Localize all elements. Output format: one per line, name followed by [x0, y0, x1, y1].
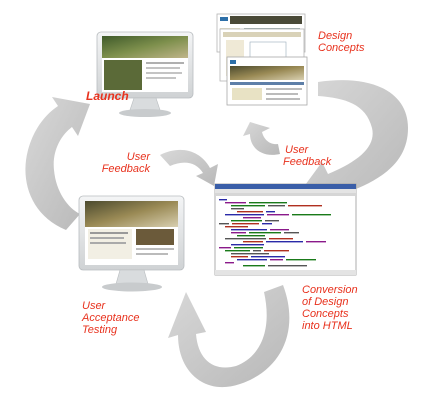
- code-line-segment: [234, 247, 263, 249]
- design-concepts-label: Design Concepts: [318, 30, 364, 54]
- code-line-segment: [286, 259, 316, 261]
- code-line-segment: [243, 241, 263, 243]
- user-feedback-left-line-1: User: [126, 151, 150, 163]
- code-line-segment: [265, 220, 279, 222]
- testing-monitor-icon: [78, 195, 185, 292]
- code-line-segment: [268, 205, 285, 207]
- conversion-label: Conversion of Design Concepts into HTML: [302, 284, 358, 332]
- conversion-line-1: Conversion: [302, 284, 358, 296]
- code-line-segment: [231, 220, 262, 222]
- code-line-segment: [225, 262, 234, 264]
- code-line-segment: [270, 259, 283, 261]
- code-line-segment: [292, 214, 331, 216]
- code-line-segment: [264, 250, 289, 252]
- arrow-feedback-right: [243, 122, 280, 155]
- code-line-segment: [288, 205, 322, 207]
- code-line-segment: [225, 226, 248, 228]
- code-line-segment: [306, 241, 326, 243]
- code-line-segment: [270, 229, 289, 231]
- code-line-segment: [232, 223, 259, 225]
- user-acceptance-testing-label: User Acceptance Testing: [82, 300, 139, 336]
- html-code-editor-icon: [214, 183, 357, 276]
- code-line-segment: [249, 202, 287, 204]
- code-line-segment: [237, 259, 267, 261]
- uat-line-1: User: [82, 300, 106, 312]
- user-feedback-right-label: User Feedback: [283, 144, 331, 168]
- code-line-segment: [231, 253, 269, 255]
- code-line-segment: [268, 265, 307, 267]
- conversion-line-4: into HTML: [302, 320, 353, 332]
- arrow-feedback-left: [160, 149, 218, 186]
- code-line-segment: [225, 250, 250, 252]
- code-line-segment: [243, 217, 261, 219]
- code-line-segment: [284, 232, 299, 234]
- code-line-segment: [231, 256, 248, 258]
- conversion-line-2: of Design: [302, 296, 349, 308]
- arrow-design-to-conversion: [300, 80, 408, 206]
- code-line-segment: [225, 238, 266, 240]
- code-line-segment: [219, 247, 231, 249]
- design-concepts-mockups-icon: [216, 13, 308, 106]
- code-lines: [219, 199, 331, 267]
- code-line-segment: [231, 229, 267, 231]
- code-line-segment: [231, 244, 264, 246]
- code-line-segment: [231, 208, 244, 210]
- user-feedback-right-line-1: User: [285, 144, 309, 156]
- user-feedback-right-line-2: Feedback: [283, 156, 332, 168]
- uat-line-2: Acceptance: [82, 312, 140, 324]
- code-line-segment: [243, 265, 265, 267]
- code-line-segment: [219, 199, 227, 201]
- conversion-line-3: Concepts: [302, 308, 349, 320]
- code-line-segment: [267, 214, 289, 216]
- mockup-front: [226, 56, 308, 106]
- code-line-segment: [262, 223, 272, 225]
- code-line-segment: [237, 211, 263, 213]
- code-line-segment: [219, 223, 229, 225]
- user-feedback-left-label: User Feedback: [100, 151, 150, 175]
- arrow-testing-to-launch: [25, 97, 90, 230]
- launch-monitor-icon: [96, 31, 194, 117]
- design-concepts-line-2: Concepts: [318, 42, 365, 54]
- code-line-segment: [231, 205, 265, 207]
- code-line-segment: [249, 232, 281, 234]
- code-line-segment: [269, 238, 293, 240]
- code-line-segment: [225, 214, 264, 216]
- arrow-conversion-to-testing: [168, 285, 290, 388]
- code-line-segment: [266, 241, 303, 243]
- uat-line-3: Testing: [82, 324, 118, 336]
- user-feedback-left-line-2: Feedback: [101, 163, 150, 175]
- design-concepts-line-1: Design: [318, 30, 353, 42]
- code-line-segment: [253, 250, 261, 252]
- code-line-segment: [251, 256, 285, 258]
- code-line-segment: [266, 211, 275, 213]
- launch-label: Launch: [86, 89, 129, 103]
- code-line-segment: [237, 235, 265, 237]
- code-line-segment: [225, 202, 246, 204]
- code-line-segment: [231, 232, 246, 234]
